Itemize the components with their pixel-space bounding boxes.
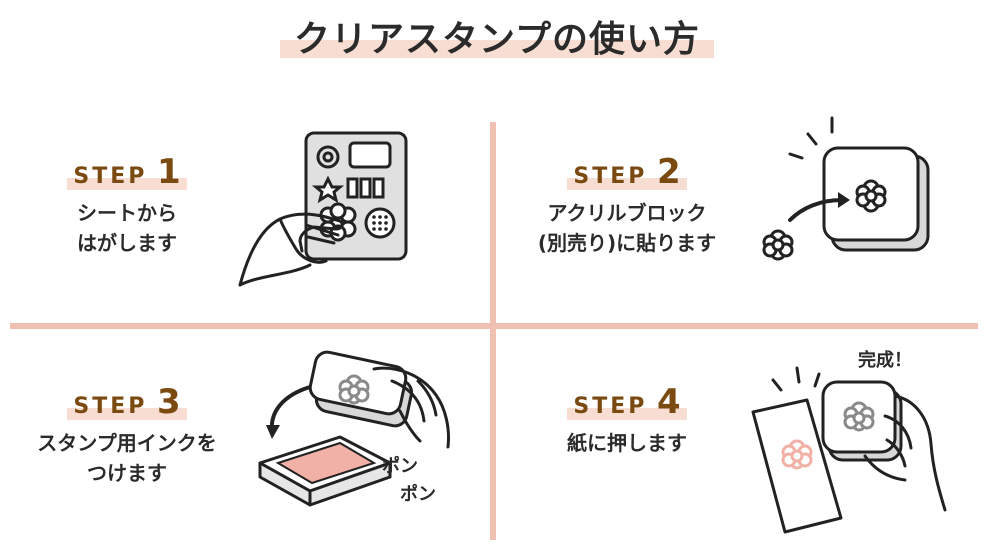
step-2-word: STEP [573,164,648,189]
step-2-description: アクリルブロック (別売り)に貼ります [512,198,742,258]
step-3-number: 3 [156,382,181,422]
step-4-text: STEP 4 紙に押します [512,382,742,458]
step-2-block-illustration [762,116,930,261]
step-3-description: スタンプ用インクを つけます [12,428,242,488]
title-wrap: クリアスタンプの使い方 [0,10,994,62]
step-1-sheet-illustration [238,131,408,287]
step-1-label: STEP 1 [67,152,187,192]
step-1-number: 1 [156,152,181,192]
pon-text-1: ポン [382,456,418,477]
complete-text: 完成！ [858,350,912,371]
page-title: クリアスタンプの使い方 [280,10,714,62]
step-3-line-2: つけます [87,461,167,485]
step-4-number: 4 [656,382,681,422]
step-2-number: 2 [656,152,681,192]
step-3-text: STEP 3 スタンプ用インクを つけます [12,382,242,488]
step-1-text: STEP 1 シートから はがします [12,152,242,258]
step-4-description: 紙に押します [512,428,742,458]
step-2-line-2: (別売り)に貼ります [537,231,717,255]
step-3-label: STEP 3 [67,382,187,422]
step-3-word: STEP [73,394,148,419]
step-3-line-1: スタンプ用インクを [37,431,217,455]
step-2-label: STEP 2 [567,152,687,192]
step-4-word: STEP [573,394,648,419]
step-1-line-1: シートから [77,201,177,225]
step-3-ink-illustration [258,350,450,507]
step-1-description: シートから はがします [12,198,242,258]
horizontal-divider [10,323,978,329]
step-4-label: STEP 4 [567,382,687,422]
step-1-word: STEP [73,164,148,189]
pon-text-2: ポン [400,484,436,505]
step-4-line-1: 紙に押します [567,431,687,455]
step-1-line-2: はがします [77,231,177,255]
step-2-line-1: アクリルブロック [547,201,707,225]
vertical-divider [490,122,496,540]
step-2-text: STEP 2 アクリルブロック (別売り)に貼ります [512,152,742,258]
step-4-stamp-illustration [751,366,947,534]
